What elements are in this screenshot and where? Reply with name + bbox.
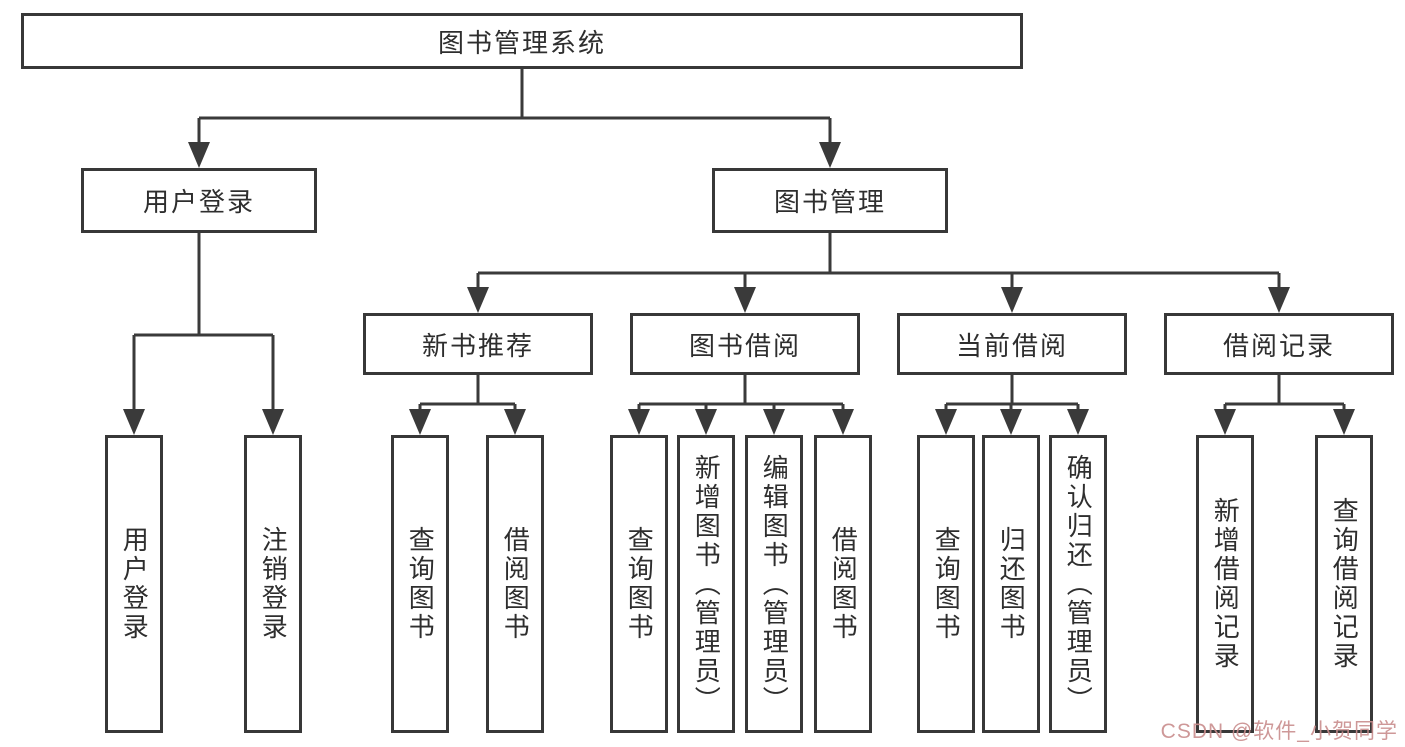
node-label: 新书推荐 bbox=[421, 330, 534, 361]
leaf-add-book-admin: 新增图书（管理员） bbox=[677, 435, 735, 733]
node-label: 当前借阅 bbox=[955, 330, 1068, 361]
node-label: 用户登录 bbox=[142, 187, 255, 217]
node-current-borrowing: 当前借阅 bbox=[897, 313, 1127, 375]
arrowhead bbox=[123, 409, 145, 435]
arrowhead bbox=[467, 287, 489, 313]
arrowhead bbox=[819, 142, 841, 168]
arrowhead bbox=[409, 409, 431, 435]
node-label: 查询借阅记录 bbox=[1329, 497, 1360, 671]
leaf-logout: 注销登录 bbox=[244, 435, 302, 733]
node-label: 编辑图书（管理员） bbox=[759, 453, 790, 715]
arrowhead bbox=[262, 409, 284, 435]
leaf-query-borrow-record: 查询借阅记录 bbox=[1315, 435, 1373, 733]
node-new-book-recommend: 新书推荐 bbox=[363, 313, 593, 375]
leaf-query-books-recommend: 查询图书 bbox=[391, 435, 449, 733]
leaf-borrow-books-recommend: 借阅图书 bbox=[486, 435, 544, 733]
node-label: 注销登录 bbox=[258, 526, 289, 642]
arrowhead bbox=[1214, 409, 1236, 435]
leaf-user-login: 用户登录 bbox=[105, 435, 163, 733]
node-label: 图书管理 bbox=[773, 187, 886, 217]
arrowhead bbox=[188, 142, 210, 168]
leaf-edit-book-admin: 编辑图书（管理员） bbox=[745, 435, 803, 733]
arrowhead bbox=[1001, 287, 1023, 313]
node-label: 新增图书（管理员） bbox=[691, 453, 722, 715]
node-label: 借阅图书 bbox=[500, 526, 531, 642]
arrowhead bbox=[734, 287, 756, 313]
node-label: 查询图书 bbox=[405, 526, 436, 642]
arrowhead bbox=[763, 409, 785, 435]
node-label: 借阅记录 bbox=[1222, 330, 1335, 361]
arrowhead bbox=[1067, 409, 1089, 435]
arrowhead bbox=[935, 409, 957, 435]
node-label: 查询图书 bbox=[931, 526, 962, 642]
arrowhead bbox=[504, 409, 526, 435]
leaf-return-books: 归还图书 bbox=[982, 435, 1040, 733]
node-label: 确认归还（管理员） bbox=[1063, 453, 1094, 715]
arrowhead bbox=[1268, 287, 1290, 313]
arrowhead bbox=[1000, 409, 1022, 435]
csdn-watermark: CSDN @软件_小贺同学 bbox=[1160, 720, 1398, 743]
leaf-confirm-return-admin: 确认归还（管理员） bbox=[1049, 435, 1107, 733]
arrowhead bbox=[1333, 409, 1355, 435]
node-book-management: 图书管理 bbox=[712, 168, 948, 233]
arrowhead bbox=[695, 409, 717, 435]
node-user-login: 用户登录 bbox=[81, 168, 317, 233]
node-label: 用户登录 bbox=[119, 526, 150, 642]
node-book-borrowing: 图书借阅 bbox=[630, 313, 860, 375]
arrowhead bbox=[628, 409, 650, 435]
node-library-management-system: 图书管理系统 bbox=[21, 13, 1023, 69]
node-label: 图书借阅 bbox=[688, 330, 801, 361]
leaf-borrow-books-borrowing: 借阅图书 bbox=[814, 435, 872, 733]
node-label: 图书管理系统 bbox=[437, 27, 606, 58]
arrowhead bbox=[832, 409, 854, 435]
leaf-query-books-borrowing: 查询图书 bbox=[610, 435, 668, 733]
leaf-query-books-current: 查询图书 bbox=[917, 435, 975, 733]
node-borrowing-records: 借阅记录 bbox=[1164, 313, 1394, 375]
leaf-add-borrow-record: 新增借阅记录 bbox=[1196, 435, 1254, 733]
node-label: 借阅图书 bbox=[828, 526, 859, 642]
node-label: 归还图书 bbox=[996, 526, 1027, 642]
node-label: 查询图书 bbox=[624, 526, 655, 642]
node-label: 新增借阅记录 bbox=[1210, 497, 1241, 671]
